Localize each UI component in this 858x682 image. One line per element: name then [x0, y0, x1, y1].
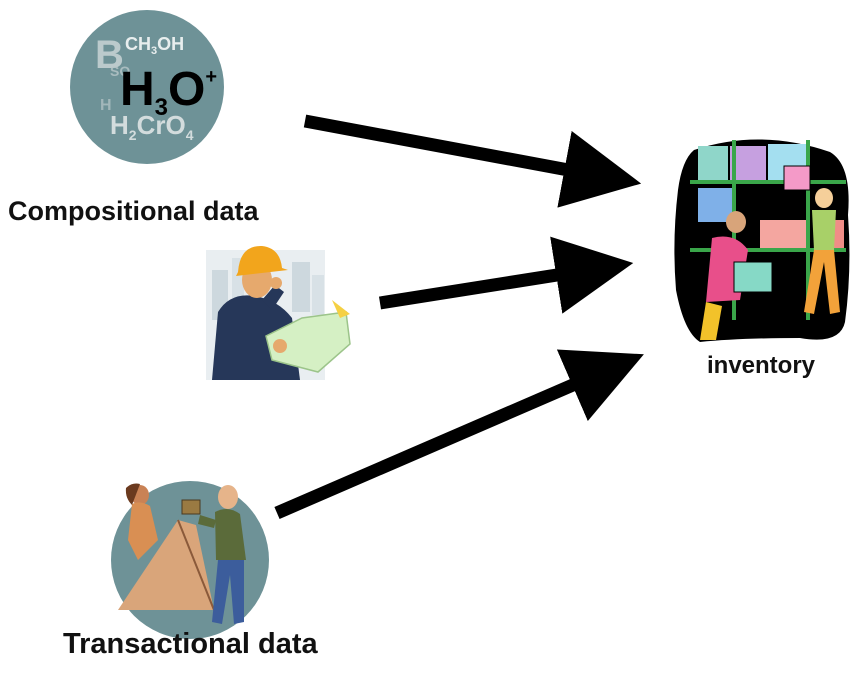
chemical-formula-icon: B CH3OH SO H3O+ H H2CrO4	[70, 10, 224, 164]
inventory-label: inventory	[707, 352, 816, 379]
svg-text:H: H	[100, 97, 112, 114]
arrow-manager-to-inventory	[378, 236, 634, 314]
arrow-transactional-to-inventory	[274, 349, 644, 519]
svg-text:CH3OH: CH3OH	[125, 34, 184, 57]
surveyors-icon	[111, 481, 269, 639]
arrow-compositional-to-inventory	[303, 114, 642, 208]
svg-text:H3O+: H3O+	[120, 63, 217, 121]
svg-text:B: B	[95, 33, 124, 77]
svg-text:H2CrO4: H2CrO4	[110, 110, 194, 143]
transactional-data-label: Transactional data	[63, 628, 318, 660]
compositional-data-label: Compositional data	[8, 196, 259, 226]
svg-text:SO: SO	[110, 63, 130, 79]
warehouse-workers-icon	[674, 139, 850, 342]
engineer-reading-plans-icon	[206, 245, 351, 380]
